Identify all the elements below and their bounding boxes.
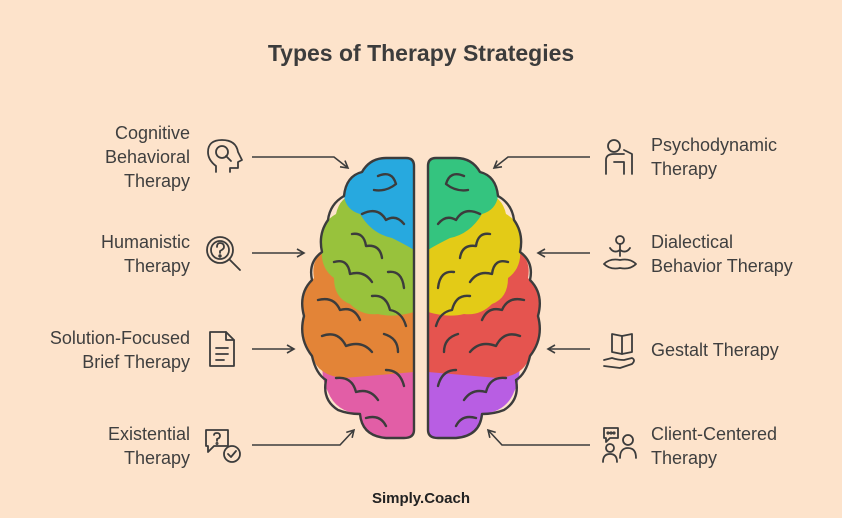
document-icon bbox=[209, 331, 235, 367]
brain-folds bbox=[301, 156, 541, 440]
brain-left-hemisphere bbox=[302, 158, 414, 438]
hand-book-icon bbox=[603, 333, 635, 369]
label-line: Therapy bbox=[651, 448, 718, 468]
label-gestalt-therapy: Gestalt Therapy bbox=[651, 338, 779, 362]
connector-arrows bbox=[252, 156, 590, 446]
label-line: Cognitive bbox=[114, 123, 190, 143]
label-line: Humanistic bbox=[100, 232, 190, 252]
arrow-psychodynamic bbox=[492, 156, 590, 169]
label-line: Therapy bbox=[651, 159, 718, 179]
label-line: Therapy bbox=[123, 171, 190, 191]
brain-right-hemisphere bbox=[428, 158, 540, 438]
diagram-title: Types of Therapy Strategies bbox=[267, 40, 575, 66]
footer-brand: Simply.Coach bbox=[371, 490, 471, 507]
label-line: Solution-Focused bbox=[49, 328, 190, 348]
label-line: Psychodynamic bbox=[651, 135, 778, 155]
lobe-teal bbox=[428, 158, 498, 250]
head-search-icon bbox=[207, 139, 243, 173]
arrow-client-centered bbox=[486, 428, 590, 446]
label-solution-focused-brief-therapy: Solution-Focused Brief Therapy bbox=[50, 326, 190, 374]
label-line: Dialectical bbox=[651, 232, 734, 252]
label-humanistic-therapy: Humanistic Therapy bbox=[101, 230, 190, 278]
label-line: Brief Therapy bbox=[82, 352, 190, 372]
label-dialectical-behavior-therapy: Dialectical Behavior Therapy bbox=[651, 230, 793, 278]
label-line: Therapy bbox=[123, 448, 190, 468]
label-line: Behavioral bbox=[104, 147, 190, 167]
search-question-icon bbox=[206, 236, 241, 271]
lobe-blue bbox=[344, 158, 414, 250]
label-existential-therapy: Existential Therapy bbox=[108, 422, 190, 470]
label-line: Client-Centered bbox=[651, 424, 778, 444]
arrow-cognitive bbox=[252, 156, 350, 169]
arrow-existential bbox=[252, 428, 356, 446]
label-line: Behavior Therapy bbox=[651, 256, 793, 276]
label-line: Therapy bbox=[123, 256, 190, 276]
people-chat-icon bbox=[602, 427, 637, 463]
label-line: Existential bbox=[107, 424, 190, 444]
chat-question-check-icon bbox=[205, 429, 241, 463]
meditation-icon bbox=[603, 235, 637, 270]
therapist-couch-icon bbox=[605, 139, 633, 175]
label-client-centered-therapy: Client-Centered Therapy bbox=[651, 422, 777, 470]
label-cognitive-behavioral-therapy: Cognitive Behavioral Therapy bbox=[105, 121, 190, 193]
label-line: Gestalt Therapy bbox=[651, 340, 779, 360]
label-psychodynamic-therapy: Psychodynamic Therapy bbox=[651, 133, 777, 181]
